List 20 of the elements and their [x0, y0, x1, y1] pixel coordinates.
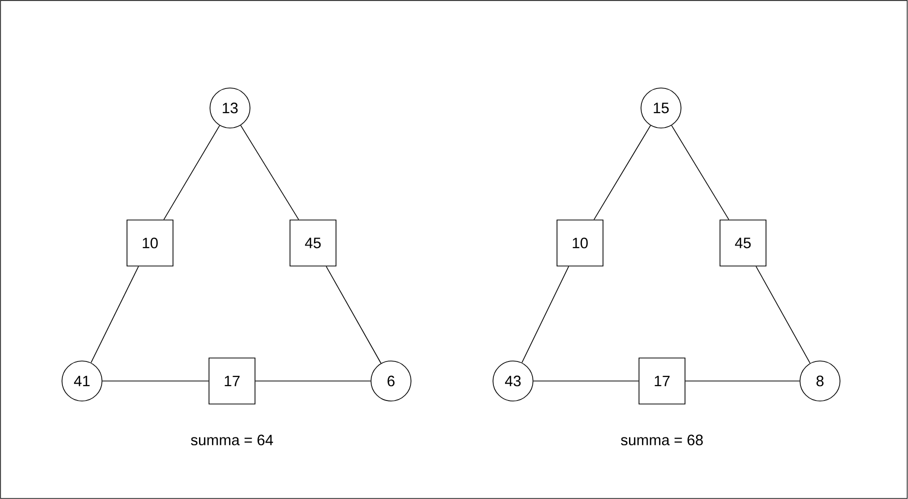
- sum-label: summa = 68: [620, 434, 703, 446]
- line: [533, 380, 639, 382]
- line: [255, 380, 371, 382]
- number-box: 45: [720, 220, 766, 266]
- line: [594, 125, 651, 220]
- line: [240, 124, 300, 220]
- number-box: 45: [290, 220, 336, 266]
- line: [671, 125, 730, 220]
- line: [90, 266, 139, 364]
- line: [326, 266, 382, 364]
- number-box: 10: [556, 220, 604, 266]
- line: [163, 125, 220, 220]
- number-box: 17: [638, 358, 686, 404]
- line: [102, 380, 209, 382]
- sum-label: summa = 64: [190, 434, 274, 446]
- line: [756, 266, 810, 364]
- line: [685, 380, 800, 382]
- number-box: 17: [208, 358, 256, 404]
- line: [522, 266, 570, 364]
- number-box: 10: [126, 220, 174, 266]
